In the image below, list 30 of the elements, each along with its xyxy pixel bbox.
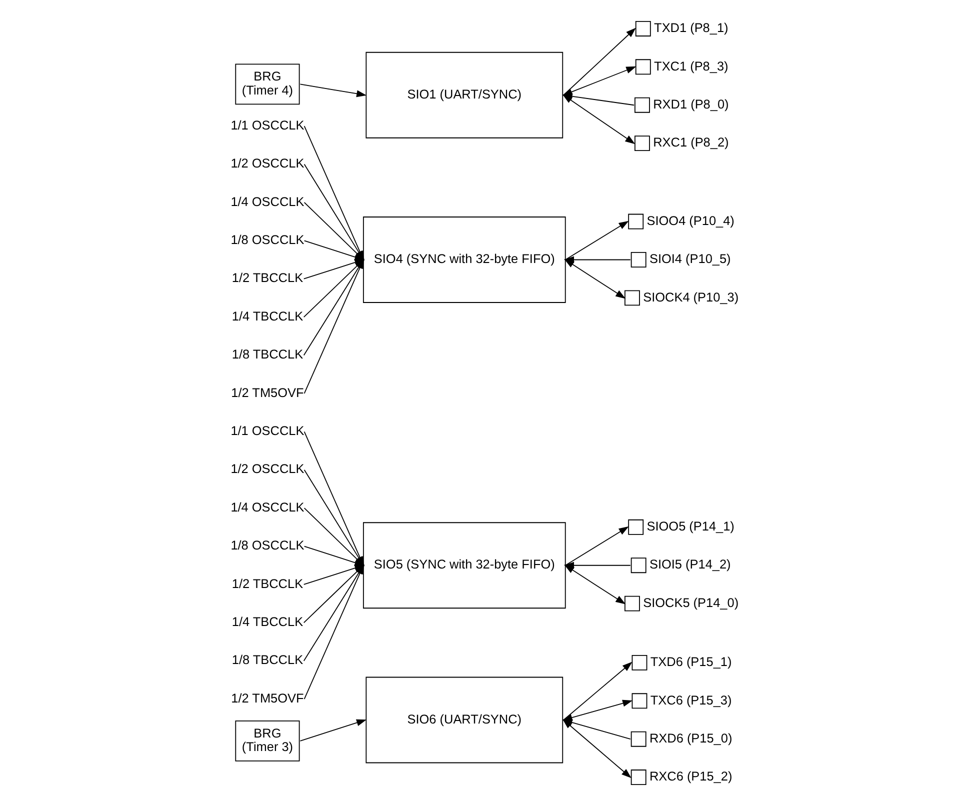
node-text: 1/4 TBCCLK [231, 308, 303, 324]
node-label: RXC6 (P15_2) [648, 768, 732, 784]
node-label: RXD6 (P15_0) [648, 730, 732, 746]
node-text: 1/1 OSCCLK [230, 117, 304, 132]
node-label: TXC1 (P8_3) [654, 58, 728, 74]
node-label: TXC6 (P15_3) [650, 692, 732, 708]
node-label: SIOCK5 (P14_0) [642, 594, 738, 610]
node-text: 1/8 TBCCLK [231, 652, 303, 668]
node-text: 1/2 OSCCLK [230, 156, 304, 171]
node-text: 1/2 TM5OVF [230, 384, 304, 400]
node-text: 1/2 TM5OVF [230, 690, 304, 706]
node-text: 1/1 OSCCLK [230, 423, 304, 438]
node-label: TXD1 (P8_1) [654, 20, 728, 36]
node-label: SIOI4 (P10_5) [648, 251, 730, 266]
node-label: SIOO5 (P14_1) [646, 518, 734, 534]
node-text: 1/4 OSCCLK [230, 499, 304, 514]
node-text: 1/8 OSCCLK [230, 538, 304, 553]
node-text: 1/4 OSCCLK [230, 194, 304, 209]
node-label: RXC1 (P8_2) [652, 134, 728, 150]
node-label: TXD6 (P15_1) [650, 654, 732, 670]
node-label: RXD1 (P8_0) [652, 96, 728, 112]
node-text: 1/2 TBCCLK [231, 576, 303, 591]
node-text: 1/4 TBCCLK [231, 614, 303, 630]
node-text: 1/2 OSCCLK [230, 461, 304, 476]
node-text: 1/2 TBCCLK [231, 270, 303, 286]
node-label: SIOI5 (P14_2) [648, 556, 730, 572]
node-label: SIOO4 (P10_4) [646, 212, 734, 228]
node-text: 1/8 OSCCLK [230, 232, 304, 248]
node-label: SIOCK4 (P10_3) [642, 289, 738, 304]
node-text: 1/8 TBCCLK [231, 346, 303, 362]
